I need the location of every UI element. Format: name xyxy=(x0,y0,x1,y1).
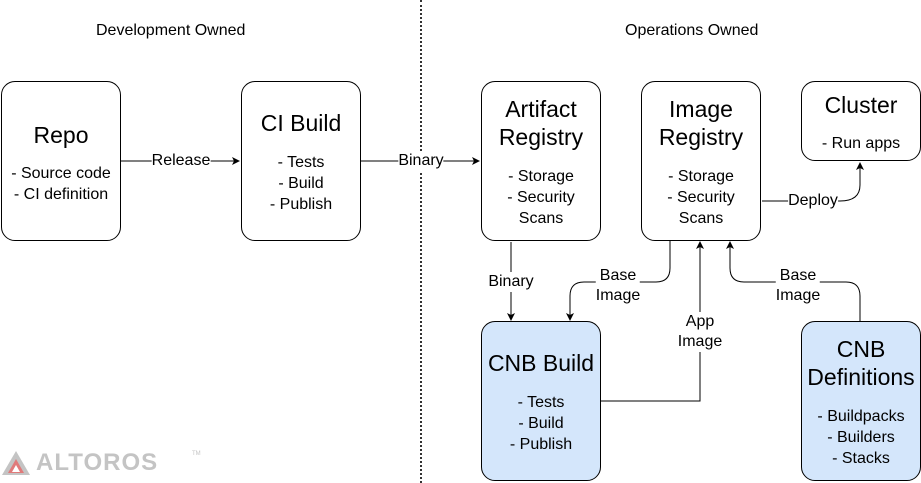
release-label: Release xyxy=(151,151,211,171)
cluster-item: - Run apps xyxy=(821,135,901,152)
repo-item: - CI definition xyxy=(13,186,109,203)
ci-build-item: - Tests xyxy=(277,154,325,171)
binary-artifact-label: Binary xyxy=(398,151,444,171)
cnb-definitions-title: CNB Definitions xyxy=(807,336,915,390)
ci-build-title: CI Build xyxy=(260,110,342,136)
operations-owned-label: Operations Owned xyxy=(625,22,759,39)
ownership-divider xyxy=(420,0,422,483)
ci-build-items: - Tests - Build - Publish xyxy=(242,152,360,215)
artifact-registry-item: - Security xyxy=(507,189,575,206)
altoros-logo-mark-icon xyxy=(2,451,30,475)
artifact-registry-title: Artifact Registry xyxy=(498,96,584,150)
repo-node: Repo - Source code - CI definition xyxy=(1,81,121,241)
ci-build-node: CI Build - Tests - Build - Publish xyxy=(241,81,361,241)
cnb-build-item: - Tests xyxy=(517,394,565,411)
edge-deploy xyxy=(762,162,864,202)
image-registry-title: Image Registry xyxy=(658,96,744,150)
image-registry-item: Scans xyxy=(678,210,724,227)
cnb-build-item: - Publish xyxy=(509,436,573,453)
altoros-logo-text: ALTOROS xyxy=(36,449,159,476)
cluster-node: Cluster - Run apps xyxy=(801,81,921,161)
edge-app-image xyxy=(601,241,704,402)
cnb-definitions-item: - Builders xyxy=(827,429,895,446)
image-registry-item: - Security xyxy=(667,189,735,206)
artifact-registry-items: - Storage - Security Scans xyxy=(482,166,600,229)
artifact-registry-item: Scans xyxy=(518,210,564,227)
altoros-logo-trademark: TM xyxy=(192,451,201,457)
cnb-definitions-node: CNB Definitions - Buildpacks - Builders … xyxy=(801,321,921,481)
ci-build-item: - Build xyxy=(278,175,324,192)
deploy-label: Deploy xyxy=(788,191,838,211)
cnb-build-items: - Tests - Build - Publish xyxy=(482,392,600,455)
artifact-registry-node: Artifact Registry - Storage - Security S… xyxy=(481,81,601,241)
cnb-definitions-item: - Stacks xyxy=(832,450,890,467)
cnb-definitions-items: - Buildpacks - Builders - Stacks xyxy=(802,406,920,469)
cnb-build-item: - Build xyxy=(518,415,564,432)
cnb-build-node: CNB Build - Tests - Build - Publish xyxy=(481,321,601,481)
altoros-logo: ALTOROS TM xyxy=(0,447,210,481)
ci-build-item: - Publish xyxy=(269,196,333,213)
development-owned-label: Development Owned xyxy=(96,22,246,39)
repo-title: Repo xyxy=(33,122,89,148)
cluster-items: - Run apps xyxy=(802,133,920,154)
cluster-title: Cluster xyxy=(824,92,898,118)
repo-items: - Source code - CI definition xyxy=(2,163,120,205)
cnb-build-title: CNB Build xyxy=(487,350,595,376)
repo-item: - Source code xyxy=(11,165,111,182)
base-image-right-label: Base Image xyxy=(775,266,821,306)
artifact-registry-item: - Storage xyxy=(508,168,574,185)
image-registry-item: - Storage xyxy=(668,168,734,185)
base-image-left-label: Base Image xyxy=(595,266,641,306)
binary-cnb-label: Binary xyxy=(488,272,534,292)
image-registry-node: Image Registry - Storage - Security Scan… xyxy=(641,81,761,241)
app-image-label: App Image xyxy=(677,312,723,352)
cnb-definitions-item: - Buildpacks xyxy=(817,408,905,425)
image-registry-items: - Storage - Security Scans xyxy=(642,166,760,229)
